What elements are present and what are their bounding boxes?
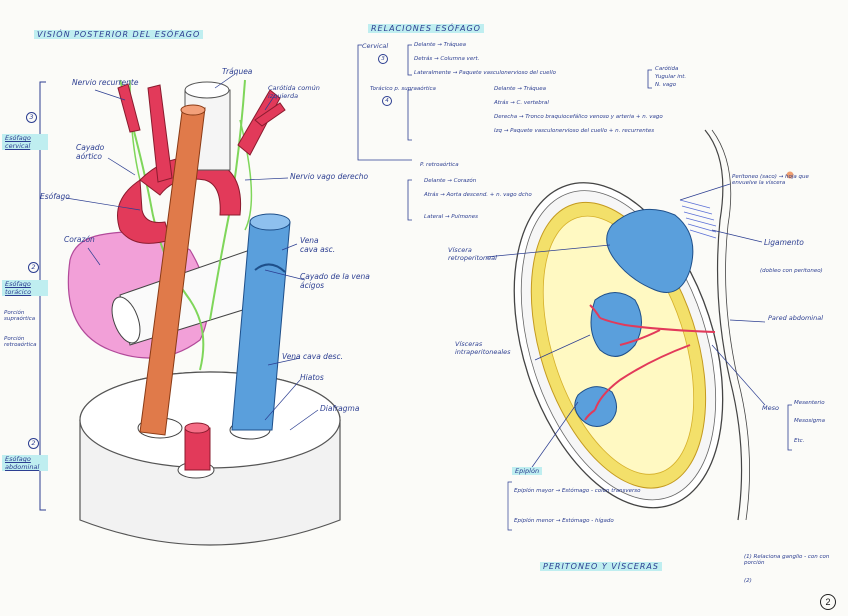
cervical-item-1: Delante → Tráquea [414, 42, 466, 48]
toracico-number: 2 [28, 262, 39, 273]
toracico-item-3: Derecha → Tronco braquiocefálico venoso … [494, 114, 663, 120]
label-esofago: Esófago [40, 192, 70, 201]
cervical-bracket-3: N. vago [655, 82, 677, 88]
label-diafragma: Diafragma [320, 404, 360, 413]
label-carotida: Carótida común izquierda [268, 84, 320, 100]
label-nervio-recurrente: Nervio recurrente [72, 78, 139, 87]
cervical-rel-number: 3 [378, 54, 388, 64]
label-cayado-aortico: Cayado aórtico [76, 143, 105, 161]
cervical-item-3: Lateralmente → Paquete vasculonervioso d… [414, 70, 556, 76]
label-pared-abdominal: Pared abdominal [768, 314, 824, 322]
footnote-2: (2) [744, 578, 752, 584]
label-epiplon-menor: Epiplón menor → Estómago - hígado [514, 518, 614, 524]
toracico-heading: Torácico p. supraaórtica [370, 86, 436, 92]
label-vena-cava-asc: Vena cava asc. [300, 236, 336, 254]
retro-item-3: Lateral → Pulmones [424, 214, 479, 220]
label-cayado-vena-acigos: Cayado de la vena ácigos [300, 272, 370, 290]
meso-item-3: Etc. [794, 438, 805, 444]
label-hiatos: Hiatos [300, 373, 324, 382]
cervical-heading: Cervical [362, 42, 389, 50]
side-label-supraortica: Porción supraórtica [4, 310, 36, 322]
abdominal-number: 2 [28, 438, 39, 449]
label-traquea: Tráquea [222, 67, 253, 76]
meso-item-2: Mesosigma [794, 418, 825, 424]
toracico-item-4: Izq → Paquete vasculonervioso del cuello… [494, 128, 655, 134]
label-meso: Meso [762, 404, 779, 412]
left-page-title: VISIÓN POSTERIOR DEL ESÓFAGO [34, 30, 204, 39]
cervical-item-2: Detrás → Columna vert. [414, 56, 480, 62]
footer-title: PERITONEO Y VÍSCERAS [540, 562, 662, 571]
label-epiplon: Epiplón [512, 467, 543, 475]
label-visceras-intra: Vísceras intraperitoneales [455, 340, 511, 356]
cervical-bracket-2: Yugular int. [655, 74, 687, 80]
label-ligamento: Ligamento [764, 238, 804, 247]
label-viscera-retro: Víscera retroperitoneal [448, 246, 497, 262]
label-ligamento-sub: (dobleo con peritoneo) [760, 268, 823, 274]
side-label-retroaortica: Porción retroaórtica [4, 336, 37, 348]
retro-item-2: Atrás → Aorta descend. + n. vago dcho [424, 192, 532, 198]
meso-item-1: Mesenterio [794, 400, 825, 406]
side-label-toracico: Esófago torácico [2, 280, 48, 296]
side-label-abdominal: Esófago abdominal [2, 455, 48, 471]
toracico-rel-number: 4 [382, 96, 392, 106]
footnote-1: (1) Relaciona ganglio - con con porción [744, 554, 830, 566]
label-epiplon-mayor: Epiplón mayor → Estómago - colon transve… [514, 488, 641, 494]
cervical-number: 3 [26, 112, 37, 123]
retro-item-1: Delante → Corazón [424, 178, 477, 184]
label-corazon: Corazón [64, 235, 95, 244]
page-number: 2 [820, 594, 836, 610]
label-peritoneo: Peritoneo (saco) → hoja que envuelve la … [732, 174, 809, 186]
side-label-cervical: Esófago cervical [2, 134, 48, 150]
label-vena-cava-desc: Vena cava desc. [282, 352, 343, 361]
toracico-item-1: Delante → Tráquea [494, 86, 546, 92]
right-page-title: RELACIONES ESÓFAGO [368, 24, 484, 33]
cervical-bracket-1: Carótida [655, 66, 679, 72]
label-nervio-vago: Nervio vago derecho [290, 172, 369, 181]
retro-heading: P. retroaórtica [420, 162, 459, 168]
toracico-item-2: Atrás → C. vertebral [494, 100, 549, 106]
